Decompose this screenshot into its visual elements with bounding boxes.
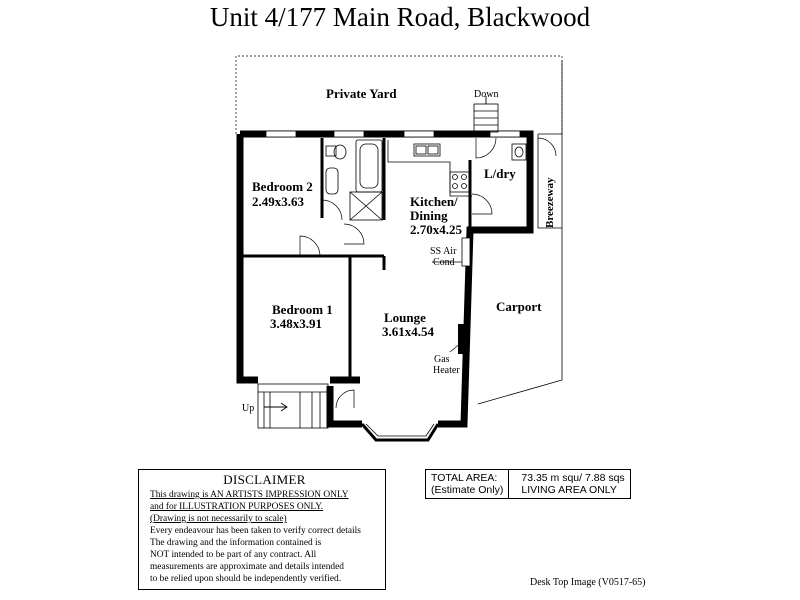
- carport-label: Carport: [496, 299, 542, 314]
- up-label: Up: [242, 403, 254, 414]
- door-swings: [299, 137, 557, 409]
- footer-code: Desk Top Image (V0517-65): [530, 577, 646, 588]
- disclaimer-box: DISCLAIMER This drawing is AN ARTISTS IM…: [138, 469, 386, 590]
- bedroom2-size: 2.49x3.63: [252, 194, 305, 209]
- kitchen-label-2: Dining: [410, 208, 448, 223]
- disclaimer-heading: DISCLAIMER: [223, 472, 306, 487]
- disclaimer-line: and for ILLUSTRATION PURPOSES ONLY.: [150, 502, 324, 512]
- lounge-size: 3.61x4.54: [382, 324, 435, 339]
- ss-air-label-2: Cond: [433, 257, 455, 268]
- disclaimer-line: to be relied upon should be independentl…: [150, 574, 342, 584]
- bedroom2-label: Bedroom 2: [252, 179, 313, 194]
- plan-title: Unit 4/177 Main Road, Blackwood: [209, 2, 591, 32]
- bay-window: [360, 423, 440, 442]
- total-area-table: TOTAL AREA: (Estimate Only) 73.35 m squ/…: [424, 469, 631, 499]
- area-label-note: (Estimate Only): [431, 484, 504, 496]
- area-value-cell: 73.35 m squ/ 7.88 sqs LIVING AREA ONLY: [508, 469, 631, 499]
- area-label: TOTAL AREA:: [431, 472, 498, 484]
- ss-air-label-1: SS Air: [430, 246, 457, 257]
- laundry-label: L/dry: [484, 166, 516, 181]
- bedroom1-size: 3.48x3.91: [270, 316, 322, 331]
- heater-label: Heater: [433, 365, 460, 376]
- area-value: 73.35 m squ/ 7.88 sqs: [521, 472, 625, 484]
- kitchen-fixtures: [387, 140, 472, 197]
- up-arrow-icon: [264, 402, 288, 412]
- disclaimer-line: measurements are approximate and details…: [150, 562, 344, 572]
- bedroom1-label: Bedroom 1: [272, 302, 333, 317]
- yard-boundary: [235, 55, 563, 134]
- bathroom-fixtures: [325, 139, 383, 221]
- disclaimer-line: NOT intended to be part of any contract.…: [150, 550, 317, 560]
- breezeway-label: Breezeway: [544, 177, 556, 228]
- lounge-label: Lounge: [384, 310, 426, 325]
- top-windows: [265, 130, 521, 138]
- area-value-note: LIVING AREA ONLY: [521, 484, 617, 496]
- front-steps: [257, 383, 329, 429]
- air-conditioner: [461, 237, 471, 267]
- down-label: Down: [474, 89, 498, 100]
- private-yard-label: Private Yard: [326, 86, 397, 101]
- outer-walls: [236, 130, 534, 428]
- gas-label: Gas: [434, 354, 450, 365]
- back-steps: [473, 103, 499, 133]
- area-label-cell: TOTAL AREA: (Estimate Only): [424, 469, 510, 499]
- gas-heater: [458, 324, 466, 354]
- disclaimer-line: This drawing is AN ARTISTS IMPRESSION ON…: [150, 490, 349, 500]
- kitchen-size: 2.70x4.25: [410, 222, 463, 237]
- disclaimer-line: Every endeavour has been taken to verify…: [150, 526, 361, 536]
- kitchen-label-1: Kitchen/: [410, 194, 458, 209]
- laundry-fixtures: [511, 143, 527, 161]
- disclaimer-line: (Drawing is not necessarily to scale): [150, 514, 287, 524]
- disclaimer-line: The drawing and the information containe…: [150, 538, 322, 548]
